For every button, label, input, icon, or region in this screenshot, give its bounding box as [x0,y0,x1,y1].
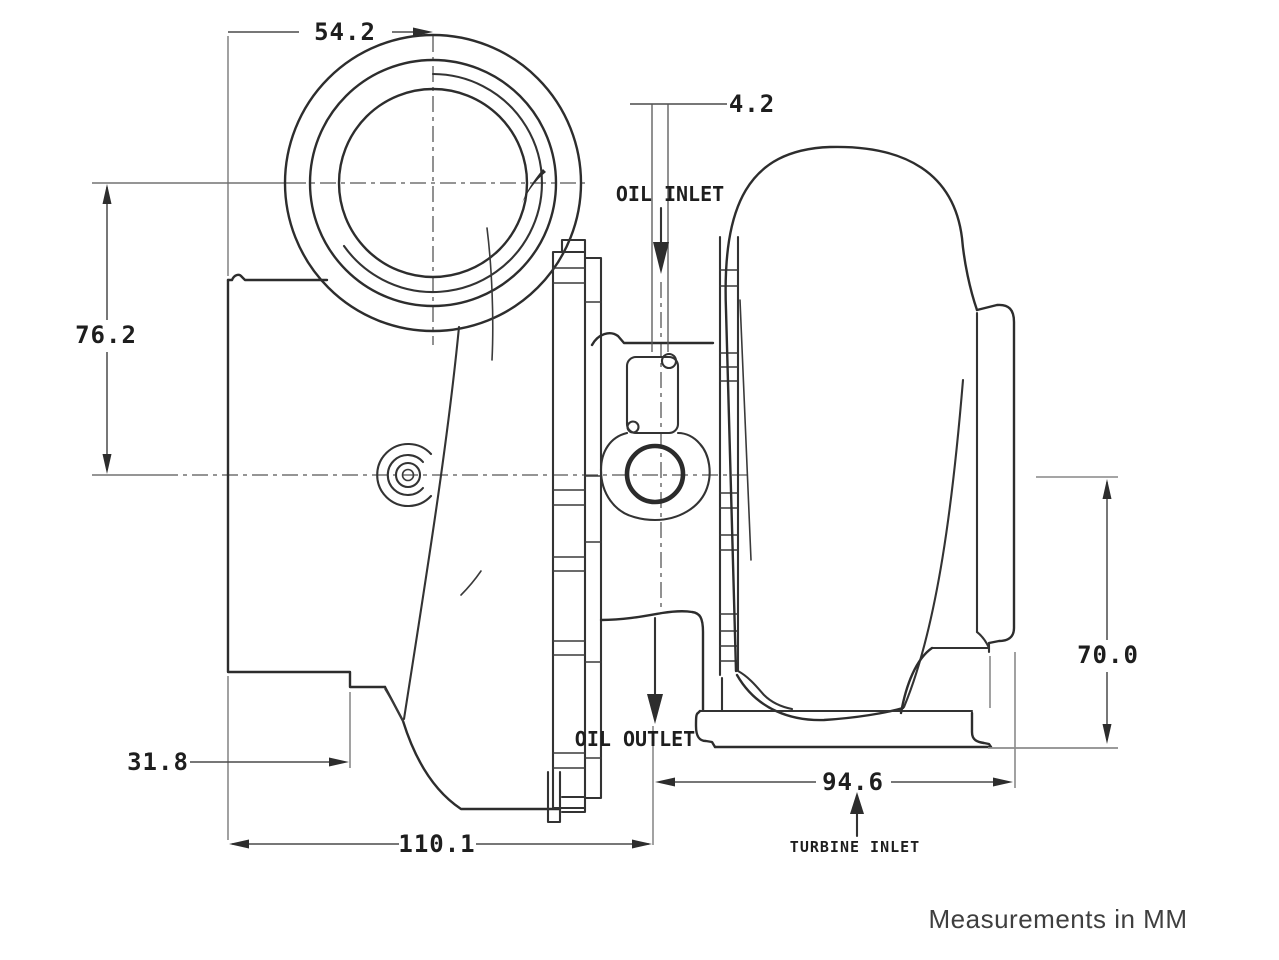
oil-outlet-arrow [647,694,663,724]
turbine-inlet-callout: TURBINE INLET [790,792,920,856]
mount-flange-right-tab [970,711,993,749]
cover-seam-tip [384,688,404,722]
centerlines [92,36,750,614]
backplate-bolt-segments [552,267,586,769]
compressor-backplate [546,238,603,824]
turbine-housing [694,145,1016,749]
turbine-mount-flange [694,676,993,749]
oil-inlet-flange [625,355,680,435]
dim-label-54-2: 54.2 [314,18,376,46]
bolt-outer-circle [394,461,422,489]
turbine-outlet-flange [975,303,1016,708]
mount-flange-left-tab [694,709,717,749]
bolt-inner-circle [401,468,415,482]
turbine-dome-underside [735,673,905,722]
volute-tongue-mark [522,169,546,203]
dim-label-4-2: 4.2 [729,90,775,118]
dimension-oil-drain-offset: 31.8 [127,692,351,776]
oil-inlet-label: OIL INLET [616,182,724,206]
backplate-main [551,238,587,814]
cover-seam-line [402,325,461,721]
backplate-inner [583,256,603,800]
body-volute-curve [383,685,562,811]
right-foot-curve [899,646,934,715]
arrowhead-left [655,777,675,787]
backplate-bottom-stub [546,770,562,824]
turbine-dome-right-surface [902,378,965,709]
arrowhead-down [1102,724,1112,744]
oil-outlet-callout: OIL OUTLET [575,616,695,751]
dimension-turbine-height: 70.0 [988,476,1139,749]
compressor-inlet-bore [337,87,529,279]
volute-scroll-arc [342,72,543,294]
inlet-flange-segments [719,269,739,662]
arrowhead-right [632,839,652,849]
oil-inlet-passage-walls [651,104,669,352]
body-top-edge [226,273,329,282]
surface-detail-hook [460,570,482,596]
arrowhead-right [413,27,433,37]
dimension-turbine-width: 94.6 [652,652,1016,845]
dim-label-76-2: 76.2 [75,321,137,349]
center-bearing-housing [590,332,715,712]
compressor-housing [226,33,583,811]
oil-drain-port [624,443,686,505]
left-foot-curve [736,669,794,711]
arrowhead-right [993,777,1013,787]
bearing-housing-bottom [599,610,705,712]
dim-label-31-8: 31.8 [127,748,189,776]
arrowhead-up [102,184,112,204]
oil-drain-boss [599,431,711,522]
bolt-washer-arc [386,453,425,497]
inlet-flange-taper [739,299,752,561]
arrowhead-down [102,454,112,474]
oil-inlet-arrow [653,242,669,274]
body-left-edge [226,278,387,689]
oil-outlet-label: OIL OUTLET [575,727,695,751]
housing-bolt-boss [376,442,433,508]
oil-flange-bolt-hole-bottom [626,420,640,434]
backplate-inner-segments [584,301,602,759]
oil-inlet-callout: OIL INLET [616,104,724,352]
compressor-inlet-mid-ring [308,58,558,308]
dimension-inlet-centerline-height: 76.2 [75,184,137,474]
oil-flange-bolt-hole-top [660,352,678,370]
dim-label-70-0: 70.0 [1077,641,1139,669]
surface-detail-curve [486,227,494,361]
units-note: Measurements in MM [929,904,1188,934]
bearing-housing-top [590,332,715,347]
arrowhead-left [229,839,249,849]
dimension-compressor-inlet-offset: 54.2 [227,18,433,840]
dim-label-110-1: 110.1 [398,830,475,858]
arrowhead-up [1102,479,1112,499]
turbine-dome [724,145,979,673]
bolt-boss-arc [376,442,433,508]
outlet-flange-outer [975,303,1016,645]
inlet-flange-edges [718,235,740,677]
dimension-overall-width: 110.1 [229,830,652,858]
turbine-inlet-arrow [850,792,864,814]
compressor-inlet-outer-ring [283,33,583,333]
dim-label-94-6: 94.6 [822,768,884,796]
dimension-oil-inlet-offset: 4.2 [630,90,775,118]
arrowhead-right [329,757,349,767]
turbine-inlet-label: TURBINE INLET [790,838,920,856]
